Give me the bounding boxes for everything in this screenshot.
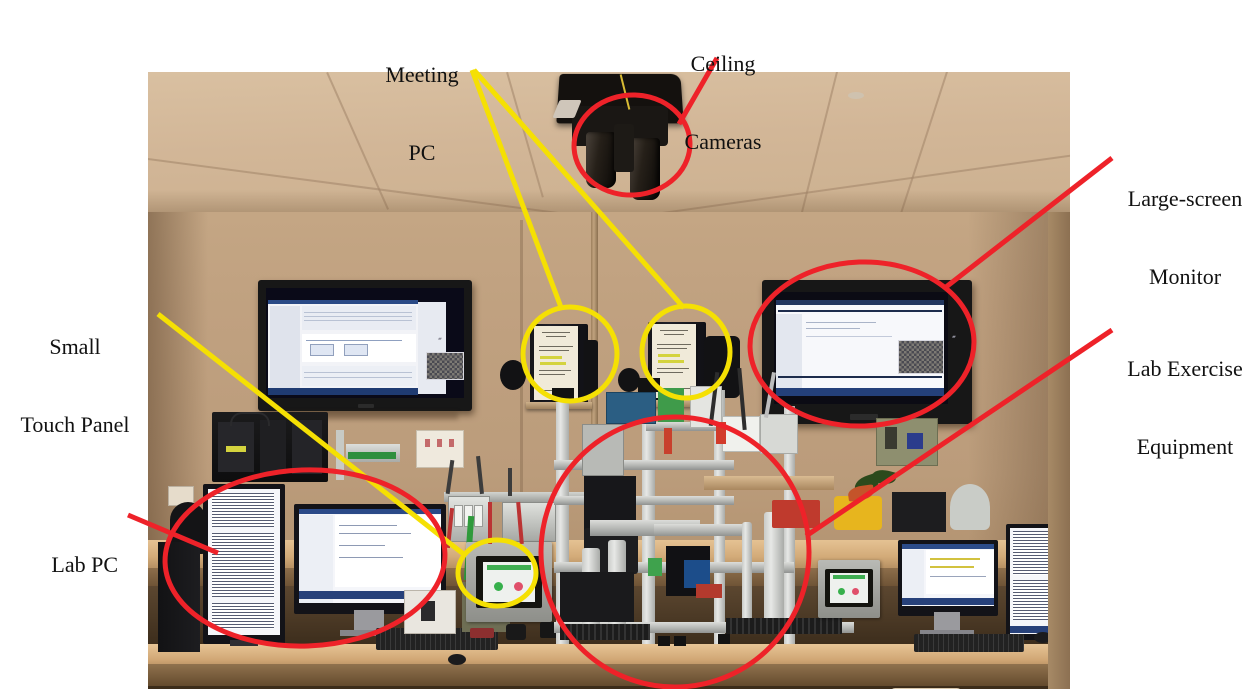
- right-workstation-keyboard[interactable]: [914, 634, 1024, 652]
- pressure-gauge: [950, 484, 990, 530]
- label-meeting-pc-line1: Meeting: [385, 62, 459, 87]
- wall-monitor-left-screen: ▰: [266, 288, 464, 398]
- lab-pc-landscape-screen: [299, 509, 441, 603]
- secondary-touch-panel[interactable]: [818, 560, 880, 618]
- monitor-base: [920, 630, 974, 636]
- lab-pc-portrait-screen: [208, 489, 280, 635]
- din-rail-post: [336, 430, 344, 480]
- hmi-screen: [483, 562, 535, 602]
- label-ceiling-cameras-line2: Cameras: [684, 129, 762, 154]
- right-workstation-landscape-screen: [902, 544, 994, 606]
- label-large-screen-monitor-line2: Monitor: [1148, 264, 1222, 289]
- bench-tool: [506, 624, 526, 640]
- ceiling-camera-lens-left: [586, 132, 616, 188]
- plc-cabinet: [212, 412, 328, 482]
- smoke-detector-icon: [848, 92, 864, 99]
- label-lab-pc-line1: Lab PC: [51, 552, 118, 577]
- monitor-brand-mark: ▰: [438, 336, 443, 342]
- label-meeting-pc-line2: PC: [408, 140, 436, 165]
- label-ceiling-cameras-line1: Ceiling: [690, 51, 756, 76]
- cable-bundle: [500, 360, 526, 390]
- terminal-green-strip: [348, 452, 396, 459]
- right-workstation-monitor-landscape[interactable]: [898, 540, 998, 616]
- label-meeting-pc: Meeting PC: [362, 10, 482, 218]
- yellow-equipment-case: [834, 496, 882, 530]
- camera-center-housing: [614, 124, 634, 172]
- wall-outlet-plate: [416, 430, 464, 468]
- hmi-red-indicator[interactable]: [514, 582, 523, 591]
- desktop-pc-unit: [404, 590, 456, 634]
- loose-cable: [508, 468, 512, 496]
- label-lab-exercise-equipment-line1: Lab Exercise: [1127, 356, 1243, 381]
- mouse[interactable]: [1034, 632, 1052, 643]
- hmi-touch-panel[interactable]: [466, 542, 552, 622]
- wall-monitor-left[interactable]: ▰: [258, 280, 472, 411]
- laboratory-photograph: ▰ ▰: [148, 72, 1070, 689]
- black-equipment-box: [892, 492, 946, 532]
- cable-bundle: [618, 368, 640, 392]
- red-wire: [488, 502, 492, 544]
- red-equipment-box: [772, 500, 820, 528]
- label-ceiling-cameras: Ceiling Cameras: [648, 0, 798, 207]
- right-wall-return: [1048, 212, 1070, 689]
- label-large-screen-monitor: Large-screen Monitor: [1110, 134, 1260, 342]
- label-small-touch-panel-line2: Touch Panel: [20, 412, 130, 437]
- label-lab-exercise-equipment-line2: Equipment: [1136, 434, 1234, 459]
- label-lab-pc: Lab PC: [0, 500, 118, 630]
- bench-shelf: [704, 476, 834, 490]
- monitor-stand: [934, 612, 960, 632]
- hmi-status-bar: [487, 565, 531, 570]
- lab-pc-monitor-portrait[interactable]: [203, 484, 285, 644]
- label-large-screen-monitor-line1: Large-screen: [1127, 186, 1243, 211]
- mouse[interactable]: [448, 654, 466, 665]
- hmi-green-indicator[interactable]: [494, 582, 503, 591]
- label-small-touch-panel-line1: Small: [49, 334, 101, 359]
- monitor-brand-mark: ▰: [952, 334, 957, 340]
- circuit-board-panel: [876, 418, 938, 466]
- label-small-touch-panel: Small Touch Panel: [0, 282, 150, 490]
- bench-tool: [470, 628, 494, 638]
- cable-tray: [444, 492, 604, 502]
- lab-pc-tower: [158, 542, 200, 652]
- monitor-stand: [230, 640, 258, 646]
- label-lab-exercise-equipment: Lab Exercise Equipment: [1110, 304, 1260, 512]
